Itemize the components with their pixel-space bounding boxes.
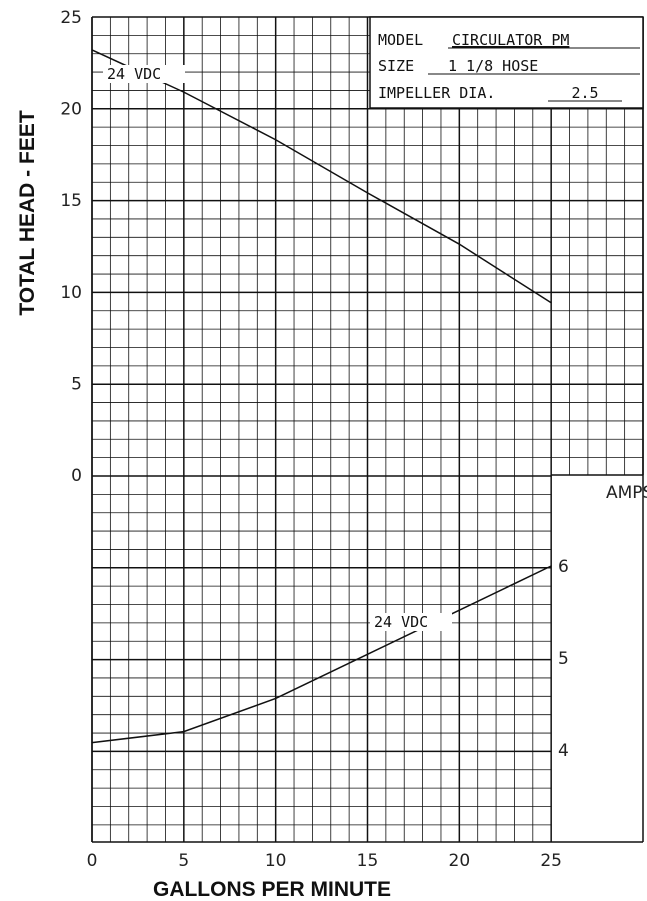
- tick-labels: 0 5 10 15 20 25 0 5 10 15 20 25 4 5 6: [60, 8, 568, 871]
- amps-curve-point: [183, 731, 185, 733]
- head-curve-point: [275, 139, 277, 141]
- amps-tick-label: 6: [558, 557, 569, 577]
- amps-curve-point: [275, 697, 277, 700]
- head-curve-point: [458, 243, 460, 245]
- x-tick-label: 20: [449, 851, 471, 871]
- x-tick-label: 0: [87, 851, 98, 871]
- amps-tick-label: 4: [558, 741, 569, 761]
- head-curve-line: [91, 49, 552, 304]
- amps-curve-label-group: 24 VDC: [370, 613, 452, 631]
- curve-label-bg: [103, 65, 185, 83]
- curves: 24 VDC 24 VDC: [91, 49, 552, 744]
- head-tick-label: 25: [60, 8, 82, 28]
- amps-tick-label: 5: [558, 649, 569, 669]
- head-tick-label: 15: [60, 191, 82, 211]
- amps-curve-line: [91, 565, 552, 744]
- spec-size-value: 1 1/8 HOSE: [448, 57, 538, 75]
- x-axis-title: GALLONS PER MINUTE: [153, 878, 391, 901]
- amps-curve-label: 24 VDC: [374, 613, 428, 631]
- head-tick-label: 5: [71, 374, 82, 394]
- head-curve-label: 24 VDC: [107, 65, 161, 83]
- x-tick-label: 10: [265, 851, 287, 871]
- y-axis-title: TOTAL HEAD - FEET: [16, 110, 39, 316]
- head-tick-label: 10: [60, 283, 82, 303]
- amps-curve-point: [91, 742, 93, 744]
- spec-impeller-label: IMPELLER DIA.: [378, 84, 495, 102]
- x-tick-label: 15: [357, 851, 379, 871]
- spec-model-label: MODEL: [378, 31, 423, 49]
- spec-impeller-value: 2.5: [571, 84, 598, 102]
- x-tick-label: 5: [178, 851, 189, 871]
- head-curve-point: [91, 49, 93, 51]
- head-tick-label: 20: [60, 100, 82, 120]
- spec-box: MODEL CIRCULATOR PM SIZE 1 1/8 HOSE IMPE…: [369, 16, 644, 109]
- curve-label-bg: [370, 613, 452, 631]
- spec-size-label: SIZE: [378, 57, 414, 75]
- amps-curve-point: [458, 609, 460, 611]
- x-tick-label: 25: [540, 851, 562, 871]
- head-curve-point: [366, 192, 369, 194]
- amps-axis-label: AMPS: [606, 483, 647, 503]
- head-curve-point: [550, 302, 552, 304]
- head-tick-label: 0: [71, 466, 82, 486]
- head-curve-label-group: 24 VDC: [103, 65, 185, 83]
- head-curve-point: [183, 91, 185, 93]
- amps-curve-point: [550, 565, 552, 567]
- amps-curve-point: [366, 653, 369, 655]
- spec-model-value: CIRCULATOR PM: [452, 31, 569, 49]
- grid: [91, 16, 644, 843]
